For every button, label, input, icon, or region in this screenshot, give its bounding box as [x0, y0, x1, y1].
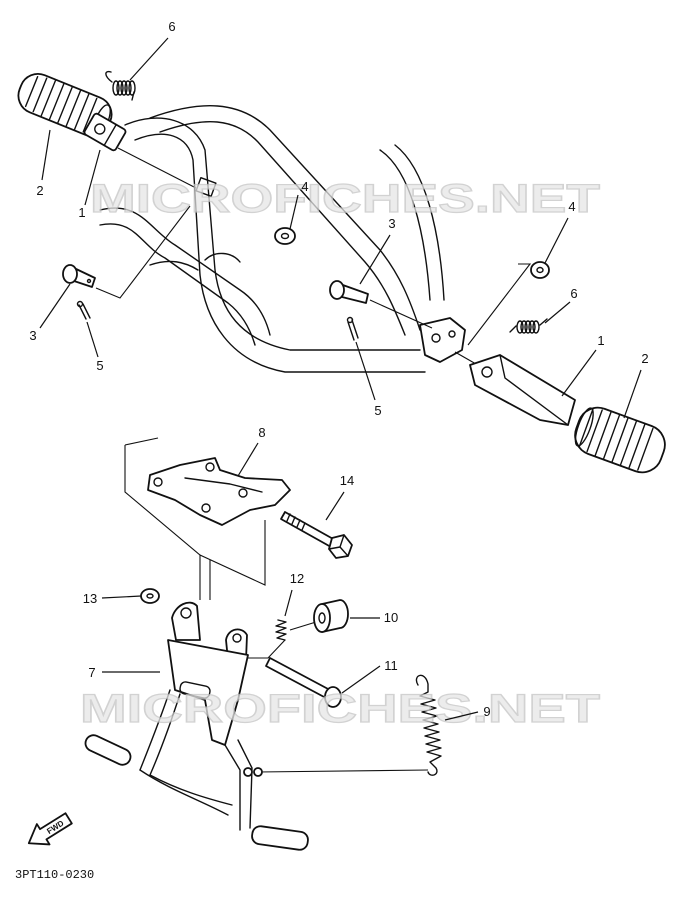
- callout-8: 8: [258, 425, 265, 440]
- diagram-code: 3PT110-0230: [15, 868, 94, 882]
- callout-4-right: 4: [568, 199, 575, 214]
- callout-5-right: 5: [374, 403, 381, 418]
- spring-right: [509, 318, 548, 334]
- callout-1-right: 1: [597, 333, 604, 348]
- washer-left: [274, 227, 296, 245]
- spring-upper-left: [105, 70, 136, 101]
- callout-12: 12: [290, 571, 304, 586]
- pin-right: [329, 280, 369, 304]
- callout-6-right: 6: [570, 286, 577, 301]
- callout-3-right: 3: [388, 216, 395, 231]
- collar: [313, 599, 349, 633]
- stand-pin: [265, 657, 342, 708]
- main-stand: [84, 601, 309, 851]
- cotter-pin-right: [346, 316, 359, 341]
- washer-right: [530, 261, 550, 279]
- leader-lines: [39, 37, 642, 721]
- stand-bracket: [147, 457, 291, 526]
- frame-tubes: [99, 105, 445, 373]
- callout-2-right: 2: [641, 351, 648, 366]
- callout-4-left: 4: [301, 179, 308, 194]
- callout-7: 7: [88, 665, 95, 680]
- stand-spring: [415, 674, 442, 776]
- cotter-pin-left: [76, 300, 91, 320]
- callout-1-left: 1: [78, 205, 85, 220]
- callout-13: 13: [83, 591, 97, 606]
- frame-footrest-mount-right: [419, 317, 466, 363]
- callouts: 6 2 1 4 3 4 3 5 6 1 2 5 8 14 12 13 10 7 …: [29, 19, 648, 719]
- footrest-bracket-left: [83, 112, 127, 152]
- assembly-lines: [95, 147, 532, 773]
- callout-14: 14: [340, 473, 354, 488]
- forward-arrow-icon: FWD: [27, 812, 73, 846]
- callout-3-left: 3: [29, 328, 36, 343]
- watermark-lower: MICROFICHES.NET: [80, 687, 600, 731]
- callout-9: 9: [483, 704, 490, 719]
- footrest-bracket-right: [469, 354, 576, 426]
- callout-5-left: 5: [96, 358, 103, 373]
- callout-10: 10: [384, 610, 398, 625]
- callout-6-upper: 6: [168, 19, 175, 34]
- pin-left: [62, 264, 96, 288]
- watermark-upper: MICROFICHES.NET: [90, 177, 600, 221]
- callout-2-left: 2: [36, 183, 43, 198]
- bolt: [280, 511, 353, 559]
- spring-small: [275, 619, 287, 641]
- callout-11: 11: [384, 658, 398, 673]
- footrest-rubber-right: [574, 406, 666, 474]
- washer-stand: [140, 588, 160, 604]
